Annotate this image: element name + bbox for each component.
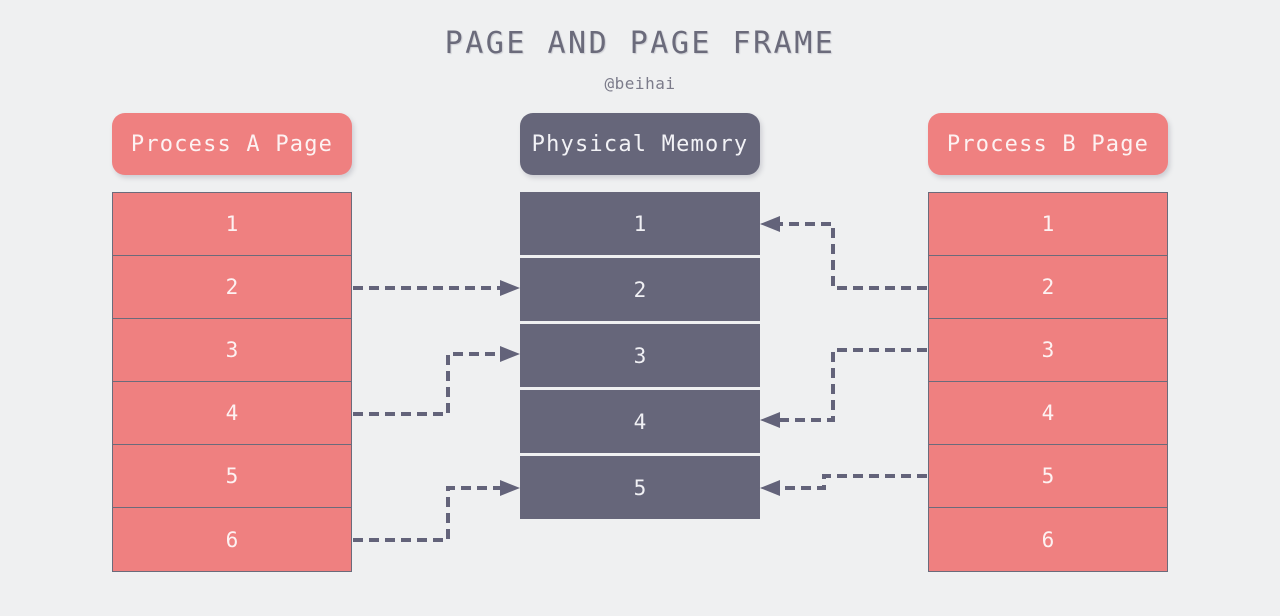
process-a-page-table: 1 2 3 4 5 6 (112, 192, 352, 572)
process-a-page-cell: 1 (113, 193, 351, 256)
physical-memory-frame-cell: 2 (520, 258, 760, 321)
arrow-process-a-6-to-memory-5 (353, 480, 520, 542)
process-a-page-cell: 3 (113, 319, 351, 382)
physical-memory-frame-cell: 1 (520, 192, 760, 255)
arrow-process-a-2-to-memory-2 (353, 280, 520, 296)
process-b-page-cell: 4 (929, 382, 1167, 445)
process-a-page-cell: 5 (113, 445, 351, 508)
process-b-page-cell: 1 (929, 193, 1167, 256)
page-title: PAGE AND PAGE FRAME (444, 26, 836, 61)
physical-memory-frame-cell: 5 (520, 456, 760, 519)
arrow-process-b-5-to-memory-5 (760, 474, 927, 496)
physical-memory-frame-cell: 3 (520, 324, 760, 387)
process-a-page-cell: 2 (113, 256, 351, 319)
arrow-process-b-3-to-memory-4 (760, 348, 927, 428)
process-a-page-cell: 6 (113, 508, 351, 571)
page-subtitle-author: @beihai (604, 74, 676, 93)
process-b-page-cell: 6 (929, 508, 1167, 571)
physical-memory-table: 1 2 3 4 5 (520, 192, 760, 519)
process-b-page-cell: 3 (929, 319, 1167, 382)
column-header-process-a: Process A Page (112, 113, 352, 175)
process-b-page-table: 1 2 3 4 5 6 (928, 192, 1168, 572)
process-b-page-cell: 5 (929, 445, 1167, 508)
process-b-page-cell: 2 (929, 256, 1167, 319)
column-header-physical-memory: Physical Memory (520, 113, 760, 175)
column-header-process-b: Process B Page (928, 113, 1168, 175)
arrow-process-b-2-to-memory-1 (760, 216, 927, 290)
physical-memory-frame-cell: 4 (520, 390, 760, 453)
arrow-process-a-4-to-memory-3 (353, 346, 520, 416)
process-a-page-cell: 4 (113, 382, 351, 445)
